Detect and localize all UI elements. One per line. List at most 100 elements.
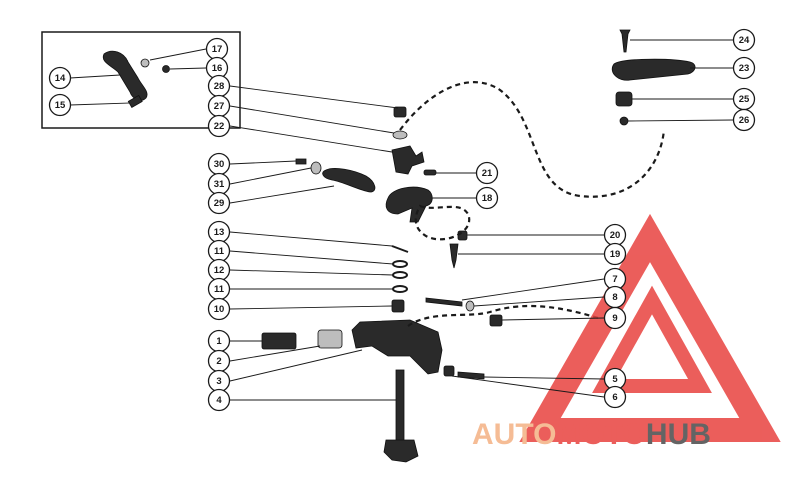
bushing-25-part [615,91,633,107]
ring-12-part [392,271,408,279]
inset-callout-17: 17 [205,37,229,61]
callout-number: 28 [214,81,225,92]
inset-nut-part [162,65,170,73]
callout-11: 11 [207,277,231,301]
callout-number: 7 [612,274,617,285]
callout-number: 30 [214,159,225,170]
callout-number: 19 [610,249,621,260]
callout-number: 11 [214,284,225,295]
callout-18: 18 [475,186,499,210]
callout-number: 29 [214,198,225,209]
control-cables [399,81,666,327]
callout-number: 22 [214,121,225,132]
callout-9: 9 [603,306,627,330]
watermark-inner-triangle-icon [592,285,712,393]
callout-number: 13 [214,227,225,238]
cable-lower [407,304,599,327]
main-parts [261,29,696,463]
bellcrank-18-part [385,186,433,223]
inset-callout-14: 14 [48,66,72,90]
callout-circle [207,191,231,215]
inset-callout-circle [48,66,72,90]
inset-lever-part [102,50,148,101]
callout-4: 4 [207,388,231,412]
callout-circle [732,108,756,132]
inset-washer-part [140,58,150,68]
inset-callout-number: 17 [212,44,223,55]
washer-27-part [392,130,408,140]
callout-number: 3 [216,376,221,387]
callout-number: 25 [739,94,750,105]
nut-6-part [443,365,455,377]
cable-upper [399,81,666,198]
callout-circle [475,161,499,185]
inset-callout-number: 16 [212,63,223,74]
nut-26-part [619,116,629,126]
callout-circle [732,56,756,80]
callout-30: 30 [207,152,231,176]
callout-number: 5 [612,374,618,385]
screw-30-part [295,158,307,165]
shaft-4-part [395,369,405,447]
callout-8: 8 [603,285,627,309]
swivel-22-part [391,145,425,175]
callout-number: 12 [214,265,225,276]
callout-number: 31 [214,179,225,190]
callout-number: 21 [482,168,493,179]
watermark-triangle-icon [519,213,781,442]
callout-number: 20 [610,230,621,241]
callout-number: 11 [214,246,225,257]
callout-number: 2 [216,356,221,367]
inset-callout-number: 14 [55,73,66,84]
callout-13: 13 [207,220,231,244]
callout-circle [207,388,231,412]
callout-6: 6 [603,385,627,409]
callout-28: 28 [207,74,231,98]
inset-callout-15: 15 [48,93,72,117]
inset-callout-number: 15 [55,100,66,111]
callout-circle [603,306,627,330]
watermark-logo: AUTOMOTOHUB [472,213,781,451]
bolt-5-part [457,371,485,380]
screw-24-part [619,29,631,53]
shaft-4-foot-part [383,439,419,463]
callout-12: 12 [207,258,231,282]
callout-22: 22 [207,114,231,138]
callout-20: 20 [603,223,627,247]
callout-27: 27 [207,94,231,118]
callout-29: 29 [207,191,231,215]
callout-circle [207,114,231,138]
callout-23: 23 [732,56,756,80]
inset-callout-circle [48,93,72,117]
callout-19: 19 [603,242,627,266]
nut-28-part [393,106,407,118]
callout-circle [207,297,231,321]
callout-1: 1 [207,329,231,353]
callout-number: 18 [482,193,493,204]
sleeve-2-part [317,329,343,349]
cable-loop [414,204,471,241]
callout-26: 26 [732,108,756,132]
callout-circle [603,242,627,266]
callout-leaders [229,39,734,401]
callout-number: 8 [612,292,617,303]
callout-10: 10 [207,297,231,321]
inset-frame [41,31,241,129]
ring-11b-part [392,285,408,293]
watermark-hub: HUB [646,418,711,451]
spring-pin-13-part [391,245,409,253]
callout-number: 23 [739,63,750,74]
bushing-10-part [391,299,405,313]
callout-31: 31 [207,172,231,196]
callout-number: 4 [216,395,222,406]
link-29-part [322,168,376,193]
inset-detail [41,31,241,129]
bracket-23-part [611,58,696,81]
callout-11: 11 [207,239,231,263]
callout-circle [732,28,756,52]
callout-number: 1 [216,336,222,347]
callout-2: 2 [207,349,231,373]
callout-number: 6 [612,392,617,403]
